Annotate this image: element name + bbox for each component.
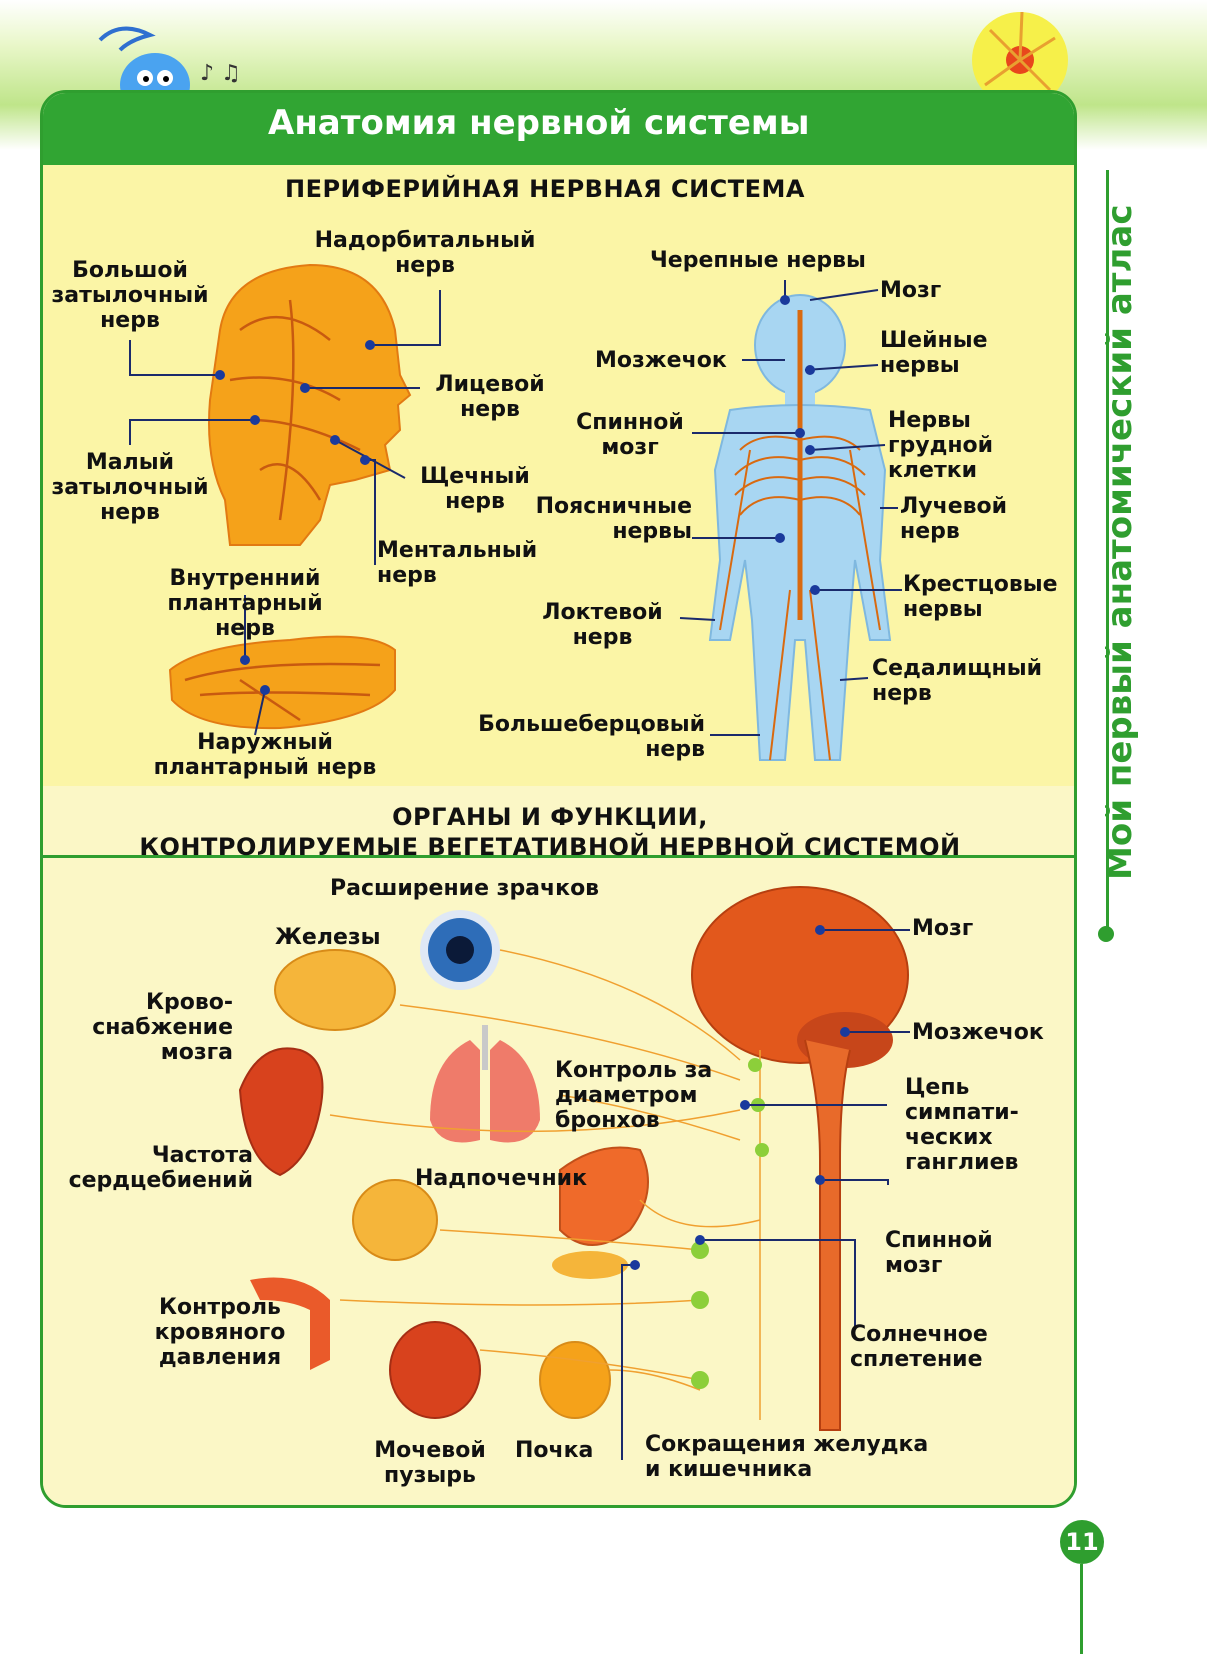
side-rule-dot — [1098, 926, 1114, 942]
label-cervical-nerves: Шейные нервы — [880, 328, 988, 378]
kidney-illustration — [539, 1341, 611, 1419]
side-rule — [1106, 170, 1109, 930]
label-pupil-dilation: Расширение зрачков — [330, 876, 600, 901]
label-heart-rate: Частота сердцебиений — [68, 1143, 253, 1193]
pancreas-illustration — [552, 1251, 628, 1279]
label-greater-occipital-nerve: Большой затылочный нерв — [51, 258, 209, 333]
head-illustration — [208, 263, 412, 546]
label-gut-contractions: Сокращения желудка и кишечника — [645, 1432, 929, 1482]
label-adrenal: Надпочечник — [415, 1166, 588, 1191]
label-cerebellum-top: Мозжечок — [595, 348, 727, 373]
label-facial-nerve: Лицевой нерв — [435, 372, 545, 422]
blood-vessel-illustration — [250, 1277, 330, 1370]
label-sacral-nerves: Крестцовые нервы — [903, 572, 1058, 622]
label-solar-plexus: Солнечное сплетение — [850, 1322, 988, 1372]
side-atlas-title: Мой первый анатомический атлас — [1100, 204, 1140, 880]
body-illustration — [708, 294, 892, 761]
heart-illustration — [238, 1047, 324, 1177]
page-title: Анатомия нервной системы — [268, 103, 810, 143]
leader-dots — [215, 295, 850, 1270]
peripheral-heading: ПЕРИФЕРИЙНАЯ НЕРВНАЯ СИСТЕМА — [284, 175, 805, 203]
leader-lines — [129, 280, 910, 1460]
title-bar — [43, 93, 1074, 165]
label-tibial-nerve: Большеберцовый нерв — [478, 712, 705, 762]
svg-text:♪ ♫: ♪ ♫ — [200, 61, 241, 86]
label-spinal-cord-top: Спинной мозг — [576, 410, 684, 460]
label-cerebellum-bottom: Мозжечок — [912, 1020, 1044, 1045]
label-lesser-occipital-nerve: Малый затылочный нерв — [51, 450, 209, 525]
label-lateral-plantar-nerve: Наружный плантарный нерв — [153, 730, 377, 780]
label-supraorbital-nerve: Надорбитальный нерв — [314, 228, 536, 278]
lungs-illustration — [430, 1025, 540, 1143]
label-brain-bottom: Мозг — [912, 916, 974, 941]
neuron-sun-decoration — [972, 11, 1068, 108]
glands-illustration — [274, 949, 396, 1031]
page-number-rule — [1080, 1564, 1083, 1654]
label-medial-plantar-nerve: Внутренний плантарный нерв — [167, 566, 323, 641]
label-lumbar-nerves: Поясничные нервы — [535, 494, 692, 544]
adrenal-illustration — [352, 1179, 438, 1261]
label-brain-top: Мозг — [880, 278, 942, 303]
label-bladder: Мочевой пузырь — [374, 1438, 486, 1488]
label-cranial-nerves: Черепные нервы — [650, 248, 866, 273]
label-kidney: Почка — [515, 1438, 594, 1463]
bladder-illustration — [389, 1321, 481, 1419]
label-sympathetic-ganglia: Цепь симпати- ческих ганглиев — [905, 1075, 1019, 1175]
label-radial-nerve: Лучевой нерв — [900, 494, 1008, 544]
label-ulnar-nerve: Локтевой нерв — [542, 600, 663, 650]
label-blood-pressure: Контроль кровяного давления — [154, 1295, 286, 1370]
eye-illustration — [420, 910, 500, 990]
label-mental-nerve: Ментальный нерв — [377, 538, 538, 588]
peripheral-panel — [43, 165, 1074, 875]
label-brain-blood-supply: Крово- снабжение мозга — [92, 990, 233, 1065]
label-sciatic-nerve: Седалищный нерв — [872, 656, 1043, 706]
label-buccal-nerve: Щечный нерв — [420, 464, 530, 514]
nerve-connections — [329, 949, 761, 1420]
page-number: 11 — [1060, 1520, 1104, 1564]
stomach-illustration — [559, 1146, 649, 1246]
section-divider — [43, 855, 1074, 858]
foot-illustration — [168, 635, 396, 730]
label-bronchi-control: Контроль за диаметром бронхов — [555, 1058, 713, 1133]
label-glands: Железы — [275, 925, 381, 950]
label-spinal-cord-bottom: Спинной мозг — [885, 1228, 993, 1278]
autonomic-heading: ОРГАНЫ И ФУНКЦИИ, КОНТРОЛИРУЕМЫЕ ВЕГЕТАТ… — [139, 803, 961, 861]
label-thoracic-nerves: Нервы грудной клетки — [888, 408, 994, 483]
